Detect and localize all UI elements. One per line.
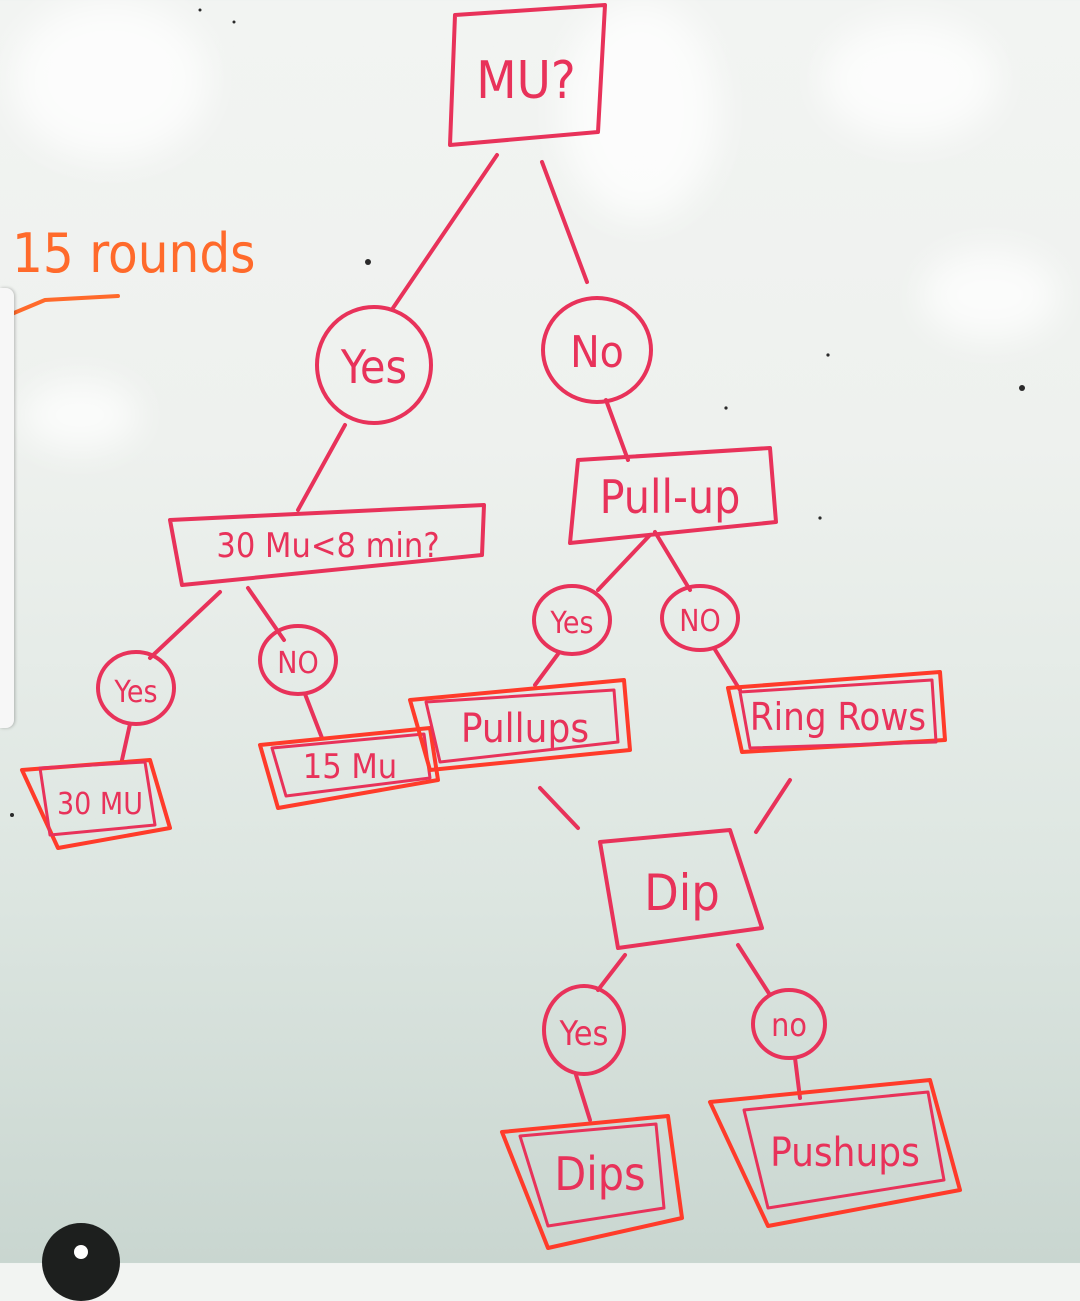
- edge-to-pullups: [533, 652, 560, 687]
- res-ringrows: Ring Rows: [750, 695, 926, 739]
- edge-pullup-no: [653, 530, 692, 592]
- edge-to-ringrows: [712, 646, 742, 692]
- res-ringrows-outer: [726, 670, 947, 754]
- profile-button[interactable]: [42, 1223, 120, 1301]
- dip-yes-circle: [542, 984, 626, 1076]
- pullup-question-box: [568, 446, 778, 545]
- edge-root-no: [540, 160, 589, 284]
- root-question: MU?: [476, 51, 575, 111]
- edge-pullup-yes: [596, 533, 652, 592]
- mu-no-label: NO: [277, 646, 318, 681]
- dip-no-circle: [751, 988, 827, 1060]
- mu-yes-label: Yes: [113, 675, 157, 710]
- res-dips-outer: [500, 1114, 684, 1250]
- dip-question-box: [598, 828, 764, 950]
- edge-no-pullup-question: [604, 398, 630, 462]
- side-scroll-handle[interactable]: [0, 288, 14, 728]
- yes-label: Yes: [340, 340, 407, 394]
- side-note-underline: [0, 294, 120, 320]
- yes-circle: [315, 305, 433, 425]
- edge-dip-yes: [596, 953, 627, 992]
- res-ringrows-inner: [738, 678, 938, 750]
- pullup-question: Pull-up: [600, 470, 741, 524]
- decision-tree-diagram: 15 rounds MU? Yes No 30 Mu<8 min? Pull-u…: [0, 3, 1025, 1250]
- mu-time-question: 30 Mu<8 min?: [216, 526, 439, 566]
- mu-no-circle: [258, 624, 338, 696]
- edge-yes-mu-question: [296, 423, 347, 512]
- no-circle: [541, 296, 653, 404]
- dip-no-label: no: [771, 1006, 807, 1044]
- no-label: No: [570, 327, 624, 378]
- res-pushups-outer: [708, 1078, 962, 1228]
- pullup-no-label: NO: [679, 604, 720, 639]
- res-pushups-inner: [742, 1090, 946, 1210]
- dip-yes-label: Yes: [559, 1014, 609, 1054]
- res-pullups-outer: [408, 678, 632, 772]
- res-dips: Dips: [554, 1147, 645, 1201]
- edge-to-30mu: [120, 722, 132, 762]
- edge-dip-no: [736, 943, 772, 997]
- mu-time-question-box: [168, 503, 486, 587]
- res-30mu-inner: [38, 760, 157, 837]
- pullup-no-circle: [660, 584, 740, 652]
- res-15mu-outer: [258, 726, 440, 810]
- board-specks: [10, 8, 1025, 817]
- res-pushups: Pushups: [770, 1130, 920, 1176]
- res-15mu-inner: [270, 732, 432, 798]
- pullup-yes-label: Yes: [549, 606, 593, 641]
- mu-yes-circle: [96, 650, 176, 726]
- dip-question: Dip: [644, 864, 720, 922]
- profile-dot-icon: [74, 1245, 88, 1259]
- edge-pullups-dip: [538, 786, 580, 830]
- edge-to-15mu: [303, 692, 324, 740]
- root-box: [448, 3, 607, 147]
- edge-root-yes: [391, 153, 499, 310]
- res-pullups: Pullups: [461, 706, 589, 752]
- res-30mu: 30 MU: [57, 787, 143, 822]
- edge-mu-yes: [148, 590, 222, 660]
- edge-to-dips: [574, 1073, 592, 1122]
- res-pullups-inner: [424, 688, 620, 764]
- edge-ringrows-dip: [754, 778, 792, 834]
- pullup-yes-circle: [532, 584, 612, 656]
- res-dips-inner: [518, 1122, 666, 1228]
- res-15mu: 15 Mu: [303, 747, 397, 787]
- side-note: 15 rounds: [12, 222, 255, 285]
